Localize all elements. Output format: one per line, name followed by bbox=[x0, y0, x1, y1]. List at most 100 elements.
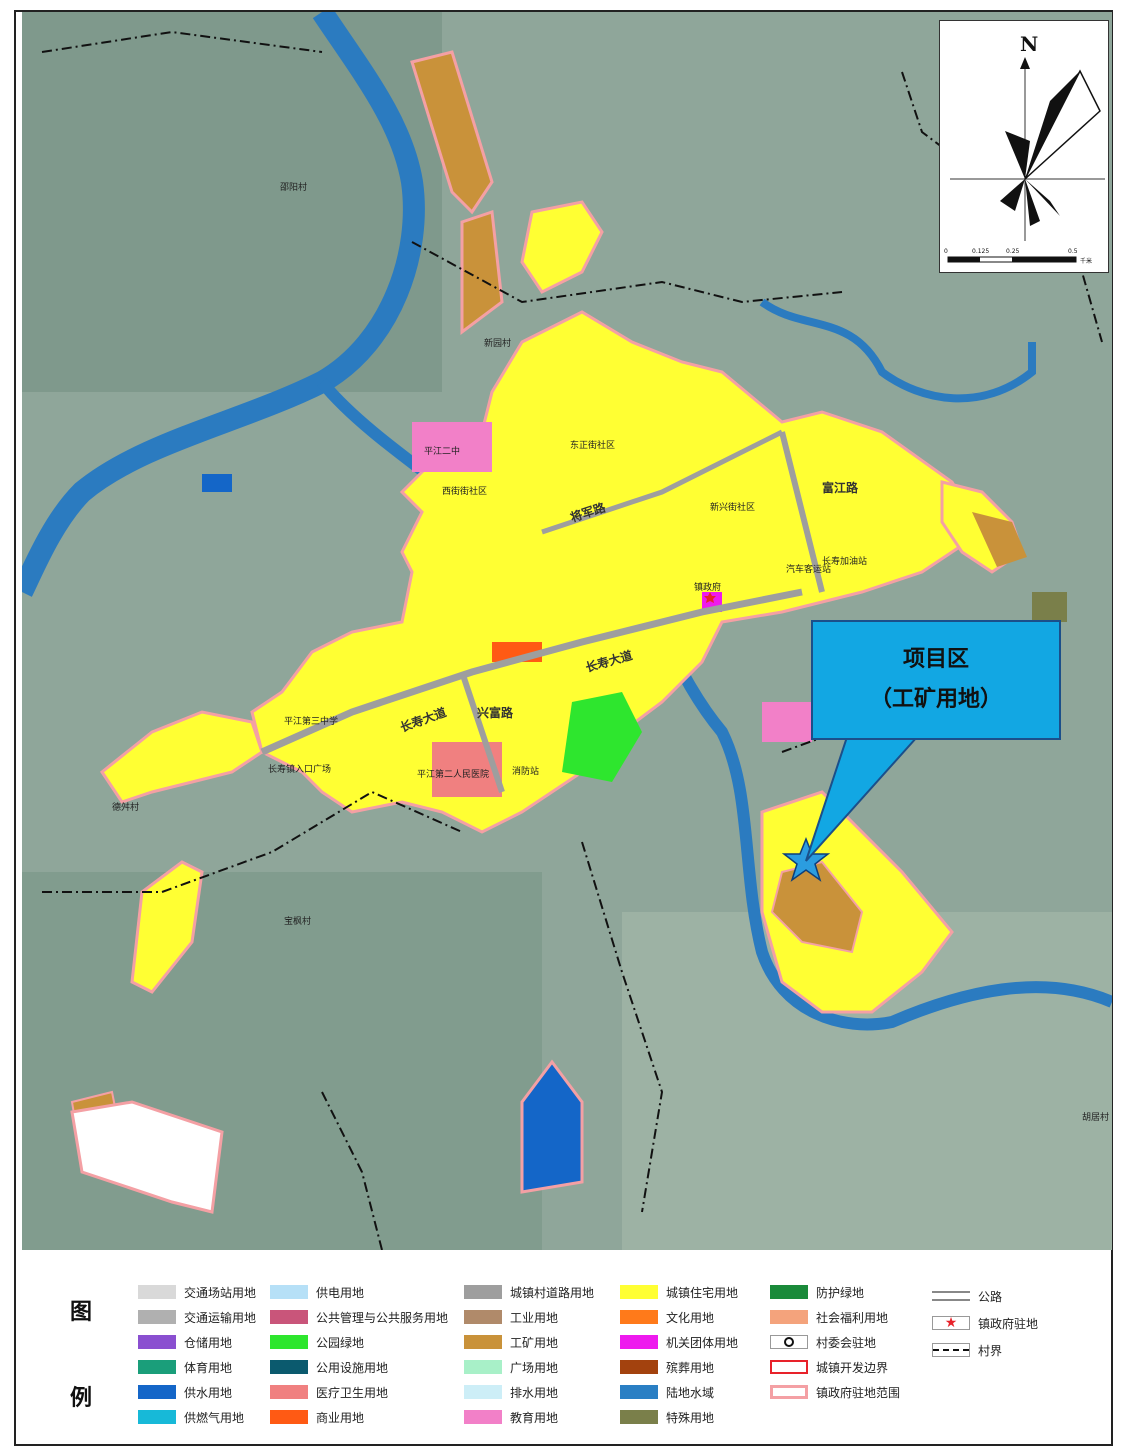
legend-item: 城镇村道路用地 bbox=[464, 1284, 594, 1300]
block-education-east bbox=[762, 702, 812, 742]
label-zhenzhengfu: 镇政府 bbox=[694, 581, 721, 593]
block-water-supply bbox=[202, 474, 232, 492]
label-village-shaoyang: 邵阳村 bbox=[280, 181, 307, 193]
legend-item: 殡葬用地 bbox=[620, 1359, 714, 1375]
legend-swatch bbox=[770, 1310, 808, 1324]
river-main bbox=[22, 12, 425, 597]
legend-swatch bbox=[464, 1385, 502, 1399]
parcel-southwest bbox=[70, 1100, 224, 1214]
label-village-baofeng: 宝枫村 bbox=[284, 915, 311, 927]
legend-swatch bbox=[138, 1310, 176, 1324]
legend-item: 仓储用地 bbox=[138, 1334, 232, 1350]
legend-swatch bbox=[464, 1410, 502, 1424]
legend-swatch bbox=[464, 1310, 502, 1324]
label-village-dexing: 德舛村 bbox=[112, 801, 139, 813]
government-star-icon: ★ bbox=[932, 1316, 970, 1330]
legend-item: 交通场站用地 bbox=[138, 1284, 256, 1300]
village-boundary-icon bbox=[932, 1343, 970, 1357]
legend-swatch bbox=[620, 1310, 658, 1324]
legend-item: 公园绿地 bbox=[270, 1334, 364, 1350]
town-government-star-icon bbox=[704, 592, 716, 603]
legend-item: 公用设施用地 bbox=[270, 1359, 388, 1375]
legend-swatch bbox=[138, 1360, 176, 1374]
residential-north bbox=[520, 200, 604, 294]
callout-line-1: 项目区 bbox=[902, 647, 969, 672]
legend-swatch bbox=[270, 1385, 308, 1399]
residential-west bbox=[99, 710, 264, 804]
label-xinxing: 新兴街社区 bbox=[710, 501, 755, 513]
legend-item: 医疗卫生用地 bbox=[270, 1384, 388, 1400]
legend-swatch bbox=[620, 1385, 658, 1399]
legend-title-bottom: 例 bbox=[70, 1385, 93, 1411]
label-qiche: 汽车客运站 bbox=[786, 563, 831, 575]
label-xishan: 西街街社区 bbox=[442, 485, 487, 497]
village-boundaries bbox=[41, 30, 1103, 1250]
mining-north-lower bbox=[460, 209, 504, 335]
scale-tick-1: 0.125 bbox=[972, 248, 989, 255]
label-erzhong: 平江二中 bbox=[424, 445, 460, 457]
legend-swatch bbox=[270, 1285, 308, 1299]
scale-tick-2: 0.25 bbox=[1006, 248, 1020, 255]
legend-item: 城镇开发边界 bbox=[770, 1359, 888, 1375]
project-area-callout[interactable]: 项目区 （工矿用地） bbox=[811, 620, 1061, 740]
road-changshou-avenue bbox=[260, 588, 803, 756]
block-special bbox=[1032, 592, 1067, 622]
legend-swatch bbox=[464, 1335, 502, 1349]
label-renmin: 平江第二人民医院 bbox=[417, 768, 489, 780]
legend-item: 供燃气用地 bbox=[138, 1409, 244, 1425]
mining-east bbox=[972, 512, 1027, 567]
legend-swatch bbox=[770, 1285, 808, 1299]
label-village-xinyuan: 新园村 bbox=[484, 337, 511, 349]
legend-item: 广场用地 bbox=[464, 1359, 558, 1375]
legend-item: ★镇政府驻地 bbox=[932, 1315, 1038, 1331]
label-road-fujiang: 富江路 bbox=[822, 480, 859, 495]
legend-item: 文化用地 bbox=[620, 1309, 714, 1325]
legend-swatch bbox=[620, 1410, 658, 1424]
legend-item: 村委会驻地 bbox=[770, 1334, 876, 1350]
mining-project-area bbox=[770, 860, 864, 954]
river-stream-east bbox=[759, 298, 1036, 403]
legend-item: 供电用地 bbox=[270, 1284, 364, 1300]
legend-swatch bbox=[138, 1410, 176, 1424]
legend-item: 城镇住宅用地 bbox=[620, 1284, 738, 1300]
legend-item: 防护绿地 bbox=[770, 1284, 864, 1300]
label-dongshan: 东正街社区 bbox=[570, 439, 615, 451]
legend-swatch bbox=[138, 1285, 176, 1299]
legend-item: 公路 bbox=[932, 1288, 1002, 1304]
label-road-xingfu: 兴富路 bbox=[477, 705, 514, 720]
legend-item: 排水用地 bbox=[464, 1384, 558, 1400]
road-taiping-street bbox=[779, 431, 825, 593]
legend-swatch bbox=[620, 1360, 658, 1374]
legend-item: 体育用地 bbox=[138, 1359, 232, 1375]
terrain-sw bbox=[22, 872, 542, 1250]
legend-item: 教育用地 bbox=[464, 1409, 558, 1425]
legend-item: 社会福利用地 bbox=[770, 1309, 888, 1325]
legend-swatch bbox=[770, 1360, 808, 1374]
block-erzhong bbox=[412, 422, 492, 472]
land-use-map[interactable]: 邵阳村 新园村 宝枫村 德舛村 胡居村 平江二中 西街街社区 东正街社区 新兴街… bbox=[22, 12, 1112, 1250]
legend-item: 镇政府驻地范围 bbox=[770, 1384, 900, 1400]
legend-item: 公共管理与公共服务用地 bbox=[270, 1309, 448, 1325]
north-arrow-svg: N 0 0.125 0.25 0.5 千米 bbox=[944, 32, 1105, 265]
legend-swatch bbox=[270, 1310, 308, 1324]
label-village-huju: 胡居村 bbox=[1082, 1111, 1109, 1123]
legend-swatch bbox=[464, 1285, 502, 1299]
legend: 图 例 交通场站用地 交通运输用地 仓储用地 体育用地 供水用地 供燃气用地 供… bbox=[22, 1252, 1112, 1440]
label-sanzhong: 平江第三中学 bbox=[284, 715, 338, 727]
scale-tick-0: 0 bbox=[944, 248, 948, 255]
legend-swatch bbox=[464, 1360, 502, 1374]
north-label: N bbox=[1020, 32, 1038, 56]
residential-southwest bbox=[130, 860, 204, 994]
north-arrow-scale-box: N 0 0.125 0.25 0.5 千米 bbox=[939, 20, 1109, 273]
village-committee-icon bbox=[770, 1335, 808, 1349]
road-jiangjun bbox=[541, 429, 784, 535]
legend-item: 陆地水域 bbox=[620, 1384, 714, 1400]
mining-north-strip bbox=[410, 50, 494, 215]
north-arrow-icon bbox=[1020, 57, 1030, 69]
road-xingfu bbox=[459, 671, 505, 793]
legend-swatch bbox=[138, 1385, 176, 1399]
legend-swatch bbox=[770, 1385, 808, 1399]
town-core-residential bbox=[250, 310, 985, 834]
legend-item: 交通运输用地 bbox=[138, 1309, 256, 1325]
label-jiayou: 长寿加油站 bbox=[822, 555, 867, 567]
